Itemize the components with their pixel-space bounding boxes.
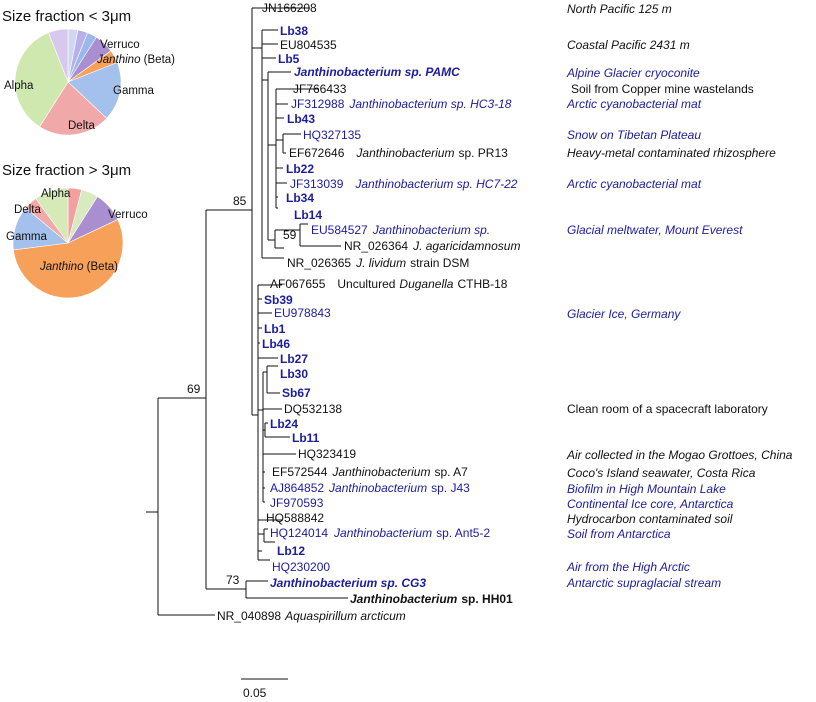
pie-label-delta: Delta — [68, 120, 95, 132]
taxon-Lb14: Lb14 — [294, 208, 322, 222]
pie1-slice-6 — [35, 187, 69, 244]
env-arctic-mat-2: Arctic cyanobacterial mat — [566, 177, 702, 191]
taxon-Sb39: Sb39 — [264, 293, 293, 307]
pie-label-verruco-2: Verruco — [108, 209, 148, 221]
env-antarctic-soil: Soil from Antarctica — [567, 527, 671, 541]
taxon-Lb24: Lb24 — [270, 417, 298, 431]
taxon-Lb1: Lb1 — [264, 322, 286, 336]
pie-label-janthino-2: Janthino (Beta) — [39, 261, 118, 273]
pie-label-verruco: Verruco — [100, 39, 140, 51]
env-ice-core: Continental Ice core, Antarctica — [567, 497, 734, 511]
pie0-slice-7 — [14, 32, 69, 128]
taxon-Lb5: Lb5 — [278, 52, 300, 66]
tree-branches — [146, 7, 348, 680]
taxon-JN166208: JN166208 — [262, 1, 317, 15]
pie0-slice-5 — [67, 62, 122, 119]
env-high-arctic-air: Air from the High Arctic — [566, 560, 690, 574]
bootstrap-73: 73 — [226, 573, 240, 587]
env-heavy-metal: Heavy-metal contaminated rhizosphere — [567, 146, 776, 160]
taxon-Lb27: Lb27 — [280, 352, 308, 366]
taxon-Lb46: Lb46 — [262, 337, 290, 351]
env-cocos: Coco's Island seawater, Costa Rica — [567, 466, 756, 480]
pie-label-gamma: Gamma — [113, 85, 155, 97]
pie-label-gamma-2: Gamma — [6, 231, 48, 243]
pie-title-large: Size fraction > 3μm — [2, 162, 131, 179]
taxon-HQ230200: HQ230200 — [272, 560, 330, 574]
taxon-EU978843: EU978843 — [274, 306, 331, 320]
pie-label-alpha-2: Alpha — [41, 188, 71, 200]
taxon-DQ532138: DQ532138 — [284, 402, 342, 416]
taxon-Lb43: Lb43 — [287, 112, 315, 126]
pie1-slice-3 — [13, 219, 124, 299]
env-alpine-glacier: Alpine Glacier cryoconite — [566, 66, 700, 80]
taxon-Lb12: Lb12 — [277, 544, 305, 558]
env-copper-mine: Soil from Copper mine wastelands — [571, 82, 754, 96]
pie-chart-small — [14, 28, 122, 136]
pie0-slice-8 — [48, 28, 69, 83]
env-mountain-lake: Biofilm in High Mountain Lake — [567, 482, 726, 496]
env-everest: Glacial meltwater, Mount Everest — [567, 223, 743, 237]
pie-label-delta-2: Delta — [14, 204, 41, 216]
env-hydrocarbon: Hydrocarbon contaminated soil — [567, 512, 733, 526]
taxon-JF970593: JF970593 — [270, 496, 324, 510]
taxon-Lb22: Lb22 — [286, 162, 314, 176]
taxon-CG3: Janthinobacterium sp. CG3 — [270, 576, 426, 590]
taxon-HQ588842: HQ588842 — [266, 511, 324, 525]
pie-label-alpha: Alpha — [4, 80, 34, 92]
taxon-Sb67: Sb67 — [282, 386, 311, 400]
env-north-pacific: North Pacific 125 m — [567, 2, 672, 16]
taxon-Lb34: Lb34 — [286, 191, 314, 205]
pie0-slice-6 — [39, 81, 108, 136]
env-coastal-pacific: Coastal Pacific 2431 m — [567, 38, 690, 52]
taxon-HQ323419: HQ323419 — [298, 447, 356, 461]
env-mogao: Air collected in the Mogao Grottoes, Chi… — [566, 448, 793, 462]
bootstrap-69: 69 — [187, 382, 201, 396]
bootstrap-85: 85 — [233, 194, 247, 208]
bootstrap-59: 59 — [283, 228, 297, 242]
pie-chart-large — [12, 187, 124, 299]
pie-label-janthino: Janthino (Beta) — [96, 54, 175, 66]
taxon-JF766433: JF766433 — [293, 82, 347, 96]
taxon-PAMC: Janthinobacterium sp. PAMC — [294, 65, 460, 79]
pie-title-small: Size fraction < 3μm — [2, 8, 131, 25]
taxon-Lb38: Lb38 — [280, 24, 308, 38]
taxon-HQ327135: HQ327135 — [303, 128, 361, 142]
env-clean-room: Clean room of a spacecraft laboratory — [567, 402, 768, 416]
env-arctic-mat-1: Arctic cyanobacterial mat — [566, 97, 702, 111]
env-supraglacial: Antarctic supraglacial stream — [566, 576, 721, 590]
taxon-EU804535: EU804535 — [280, 38, 337, 52]
taxon-Lb30: Lb30 — [280, 367, 308, 381]
scale-bar-label: 0.05 — [243, 686, 267, 700]
taxon-Lb11: Lb11 — [292, 431, 320, 445]
env-glacier-germany: Glacier Ice, Germany — [567, 307, 681, 321]
env-tibetan-snow: Snow on Tibetan Plateau — [567, 128, 701, 142]
